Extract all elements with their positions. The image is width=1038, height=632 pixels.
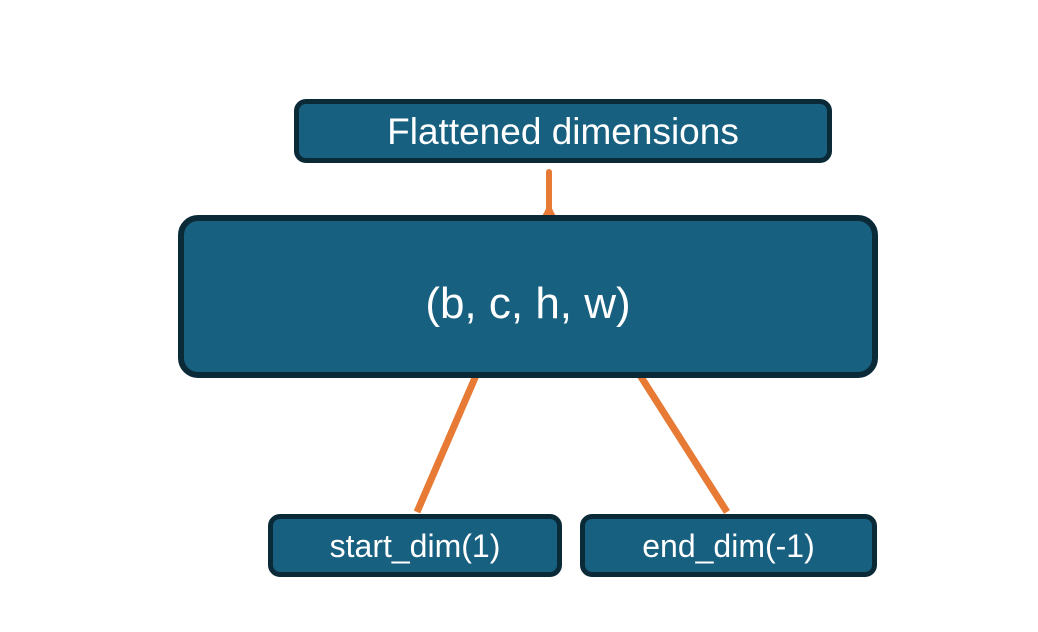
node-tensor-shape: (b, c, h, w) bbox=[178, 215, 878, 378]
node-tensor-shape-label: (b, c, h, w) bbox=[425, 278, 631, 328]
node-start-dim-label: start_dim(1) bbox=[329, 527, 501, 564]
node-flattened-dimensions: Flattened dimensions bbox=[294, 99, 832, 163]
node-end-dim-label: end_dim(-1) bbox=[642, 527, 815, 564]
node-flattened-dimensions-label: Flattened dimensions bbox=[387, 110, 739, 152]
node-end-dim: end_dim(-1) bbox=[580, 514, 877, 577]
node-start-dim: start_dim(1) bbox=[268, 514, 562, 577]
